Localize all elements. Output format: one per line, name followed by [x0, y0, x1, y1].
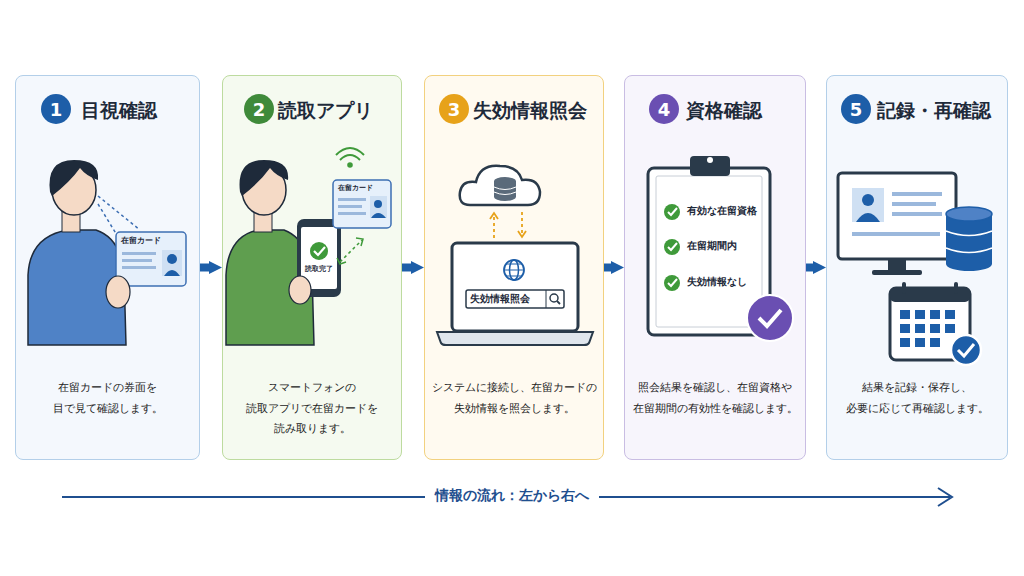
step-number-badge: 4 [649, 94, 679, 124]
sync-arrows [490, 212, 526, 238]
step-number-badge: 1 [41, 94, 71, 124]
step-description: 在留カードの券面を 目で見て確認します。 [20, 378, 195, 419]
monitor-record [838, 173, 956, 275]
step-description: 照会結果を確認し、在留資格や 在留期間の有効性を確認します。 [629, 378, 801, 419]
step-number-badge: 3 [439, 94, 469, 124]
step-heading: 読取アプリ [278, 94, 373, 126]
flow-arrow [806, 264, 813, 272]
laptop [437, 243, 593, 345]
step-description: スマートフォンの 読取アプリで在留カードを 読み取ります。 [227, 378, 397, 440]
step-number: 1 [41, 94, 71, 124]
flow-arrow [200, 264, 209, 272]
step-heading: 資格確認 [686, 94, 762, 126]
checklist-clipboard [648, 156, 793, 341]
step-heading: 記録・再確認 [877, 94, 991, 126]
database-stack [946, 207, 992, 271]
step-number: 3 [439, 94, 469, 124]
step-number: 2 [244, 94, 274, 124]
check-item: 有効な在留資格 [687, 205, 757, 217]
search-field-text: 失効情報照会 [470, 293, 530, 304]
check-item: 失効情報なし [687, 276, 747, 288]
residence-card [333, 180, 391, 228]
step-number-badge: 5 [841, 94, 871, 124]
flow-arrow [604, 264, 611, 272]
wireless-icon [336, 148, 364, 167]
residence-card [106, 232, 186, 308]
card-title: 在留カード [338, 184, 373, 192]
step-heading: 失効情報照会 [473, 94, 587, 126]
screen-status: 読取完了 [305, 266, 333, 274]
calendar-icon [890, 282, 981, 365]
flow-arrow [402, 264, 411, 272]
step-description: 結果を記録・保存し、 必要に応じて再確認します。 [831, 378, 1003, 419]
step-number: 4 [649, 94, 679, 124]
smartphone [289, 219, 363, 304]
step-number: 5 [841, 94, 871, 124]
step-number-badge: 2 [244, 94, 274, 124]
step-description: システムに接続し、在留カードの 失効情報を照会します。 [429, 378, 599, 419]
cloud-database [460, 166, 540, 205]
card-title: 在留カード [121, 236, 161, 245]
step-heading: 目視確認 [81, 94, 157, 126]
check-item: 在留期間内 [687, 240, 737, 252]
flow-caption: 情報の流れ：左から右へ [425, 487, 599, 504]
flow-line [62, 488, 952, 506]
